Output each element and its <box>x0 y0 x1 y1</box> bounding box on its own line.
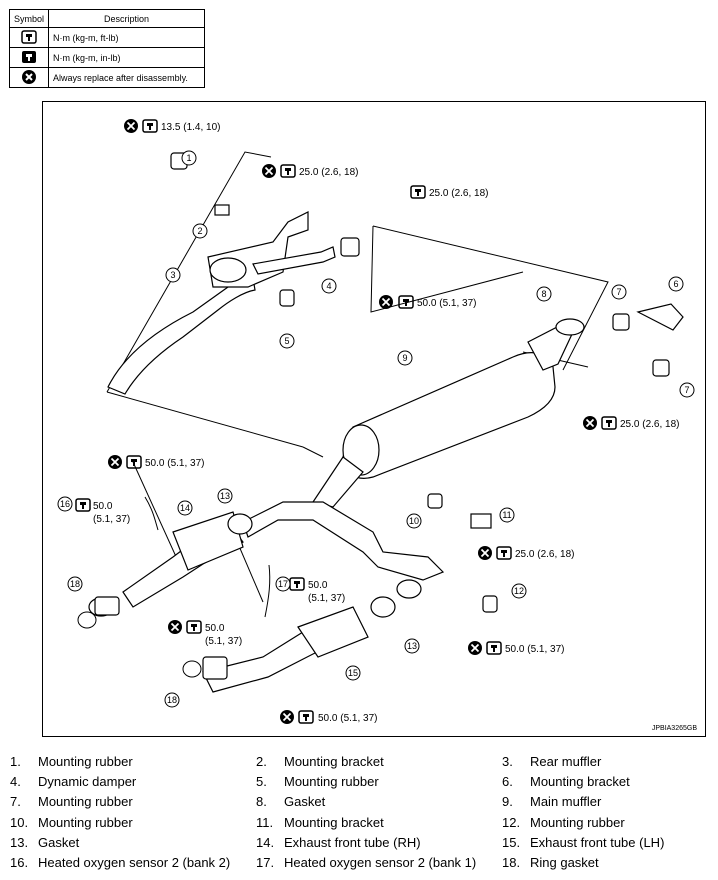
torque-label: 25.0 (2.6, 18) <box>299 167 358 178</box>
part-callout: 6 <box>673 279 678 289</box>
part-callout: 8 <box>541 289 546 299</box>
part-callout: 11 <box>502 510 511 520</box>
part-callout: 18 <box>70 579 80 589</box>
torque-label: (5.1, 37) <box>308 593 345 604</box>
legend-row-text: Always replace after disassembly. <box>48 67 205 88</box>
torque-in-lb-icon <box>8 47 50 68</box>
part-callout: 16 <box>60 499 70 509</box>
torque-label: 25.0 (2.6, 18) <box>620 419 679 430</box>
part-callout: 3 <box>170 270 175 280</box>
torque-label: 50.0 (5.1, 37) <box>417 298 476 309</box>
torque-label: 50.0 (5.1, 37) <box>145 458 204 469</box>
torque-label: 13.5 (1.4, 10) <box>161 122 220 133</box>
legend-row-text: N·m (kg-m, in-lb) <box>48 47 205 68</box>
legend-row-text: N·m (kg-m, ft-lb) <box>48 27 205 48</box>
torque-label: 50.0 <box>93 501 113 512</box>
torque-label: 50.0 (5.1, 37) <box>505 644 564 655</box>
torque-label: (5.1, 37) <box>205 636 242 647</box>
legend-header-symbol: Symbol <box>8 9 50 28</box>
legend-header-description: Description <box>48 9 205 28</box>
torque-label: 25.0 (2.6, 18) <box>515 549 574 560</box>
symbol-legend-table: Symbol Description N·m (kg-m, ft-lb) N·m… <box>8 9 205 88</box>
part-callout: 18 <box>167 695 177 705</box>
part-callout: 1 <box>186 153 191 163</box>
part-callout: 14 <box>180 503 190 513</box>
torque-label: 25.0 (2.6, 18) <box>429 188 488 199</box>
torque-label: 50.0 <box>205 623 225 634</box>
figure-code: JPBIA3265GB <box>652 725 697 732</box>
torque-label: 50.0 <box>308 580 328 591</box>
part-callout: 10 <box>409 516 419 526</box>
part-callout: 15 <box>348 668 358 678</box>
part-callout: 9 <box>402 353 407 363</box>
part-callout: 2 <box>197 226 202 236</box>
part-callout: 12 <box>514 586 524 596</box>
part-callout: 5 <box>284 336 289 346</box>
part-callout: 7 <box>616 287 621 297</box>
exhaust-system-diagram: 13.5 (1.4, 10) 25.0 (2.6, 18) 25.0 (2.6,… <box>42 101 706 737</box>
torque-ft-lb-icon <box>8 27 50 48</box>
torque-label: (5.1, 37) <box>93 514 130 525</box>
torque-label: 50.0 (5.1, 37) <box>318 713 377 724</box>
part-callout: 13 <box>220 491 230 501</box>
part-callout: 13 <box>407 641 417 651</box>
part-callout: 17 <box>278 579 288 589</box>
replace-icon <box>8 67 50 88</box>
part-callout: 7 <box>684 385 689 395</box>
part-callout: 4 <box>326 281 331 291</box>
